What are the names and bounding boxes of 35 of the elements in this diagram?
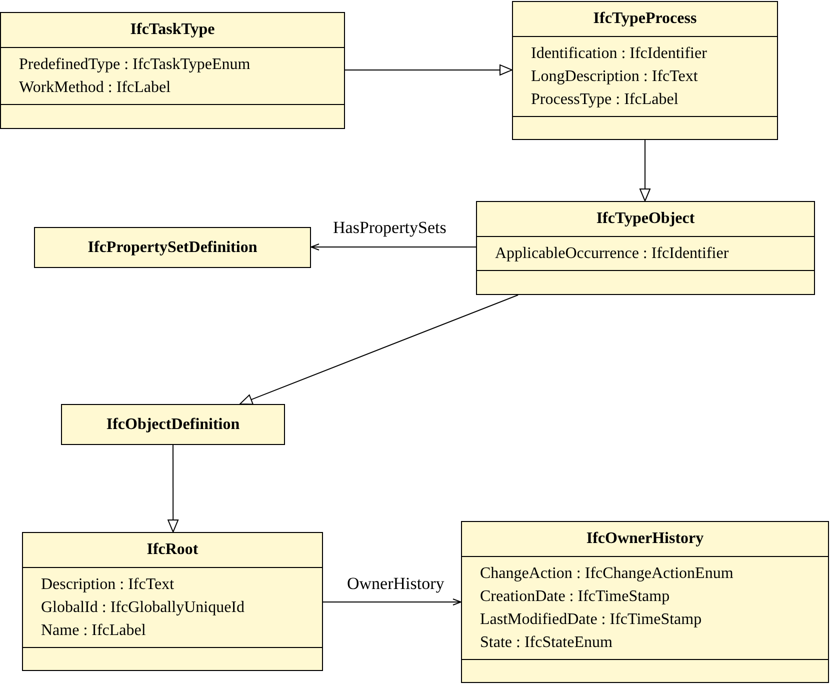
attribute-text: Description : IfcText [41, 575, 174, 595]
arrow [310, 244, 476, 250]
class-box [512, 1, 778, 140]
attribute-text: Name : IfcLabel [41, 621, 146, 641]
arrow [640, 140, 650, 202]
class-name: IfcRoot [146, 540, 198, 560]
attribute-text: ChangeAction : IfcChangeActionEnum [480, 564, 734, 584]
class-name: IfcPropertySetDefinition [88, 238, 258, 258]
attribute-text: LastModifiedDate : IfcTimeStamp [480, 610, 702, 630]
attribute-text: CreationDate : IfcTimeStamp [480, 587, 670, 607]
attribute-text: ApplicableOccurrence : IfcIdentifier [495, 244, 729, 264]
attribute-text: GlobalId : IfcGloballyUniqueId [41, 598, 244, 618]
class-name: IfcTypeProcess [593, 9, 697, 29]
class-name: IfcObjectDefinition [106, 414, 240, 434]
arrow [322, 598, 462, 606]
attribute-text: State : IfcStateEnum [480, 633, 612, 653]
class-name: IfcTypeObject [596, 209, 695, 229]
class-box [461, 521, 829, 683]
class-box [34, 227, 311, 268]
arrow [239, 294, 519, 405]
attribute-text: Identification : IfcIdentifier [531, 44, 707, 64]
attribute-text: ProcessType : IfcLabel [531, 90, 678, 110]
attribute-text: LongDescription : IfcText [531, 67, 698, 87]
class-box [0, 12, 345, 129]
class-name: IfcTaskType [130, 20, 215, 40]
edge-label: OwnerHistory [347, 574, 444, 594]
attribute-text: PredefinedType : IfcTaskTypeEnum [19, 55, 250, 75]
attribute-text: WorkMethod : IfcLabel [19, 78, 171, 98]
class-box [22, 532, 323, 671]
class-box [476, 201, 815, 295]
class-box [61, 404, 285, 445]
edge-label: HasPropertySets [333, 218, 446, 238]
arrow [168, 444, 179, 532]
class-name: IfcOwnerHistory [586, 529, 704, 549]
arrow [344, 64, 512, 76]
